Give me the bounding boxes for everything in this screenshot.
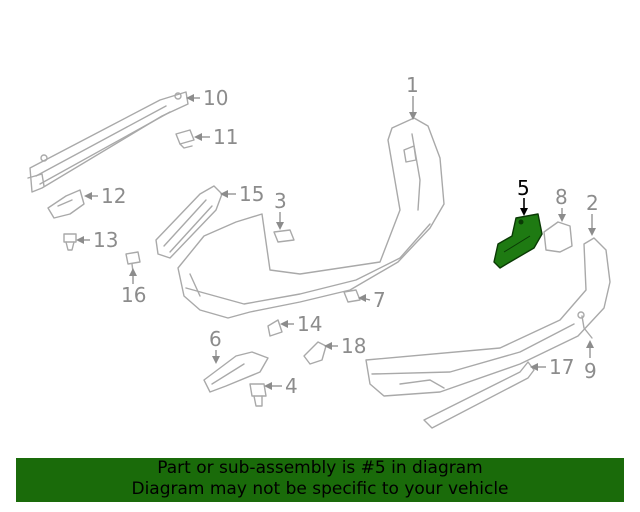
callout-11: 11 (213, 125, 238, 149)
part-15-side-bracket (155, 185, 223, 259)
callout-5: 5 (517, 176, 530, 200)
callout-8: 8 (555, 185, 568, 209)
part-3-screw (273, 229, 295, 243)
part-18-bracket (303, 341, 327, 365)
part-1-bumper-cover (177, 117, 445, 319)
part-6-bracket (203, 351, 269, 393)
callout-2: 2 (586, 191, 599, 215)
callout-17: 17 (549, 355, 574, 379)
part-10-reinforcement-bar (27, 91, 189, 193)
callout-10: 10 (203, 86, 228, 110)
callout-15: 15 (239, 182, 264, 206)
banner-line-2: Diagram may not be specific to your vehi… (131, 479, 509, 499)
part-7-bolt (343, 289, 361, 303)
callout-4: 4 (285, 374, 298, 398)
part-5-bracket-highlighted (493, 213, 543, 269)
callout-7: 7 (373, 288, 386, 312)
banner-line-1: Part or sub-assembly is #5 in diagram (157, 458, 483, 478)
part-11-bolt (175, 129, 195, 149)
part-4-clip (249, 383, 267, 407)
part-2-lower-bumper (365, 237, 611, 397)
callout-16: 16 (121, 283, 146, 307)
callout-9: 9 (584, 359, 597, 383)
callout-14: 14 (297, 312, 322, 336)
part-8-cover (543, 221, 573, 253)
part-14-clip (267, 319, 283, 337)
callout-13: 13 (93, 228, 118, 252)
callout-3: 3 (274, 189, 287, 213)
leader-lines (76, 94, 596, 390)
info-banner: Part or sub-assembly is #5 in diagram Di… (16, 458, 624, 502)
part-12-bracket (47, 189, 85, 219)
callout-18: 18 (341, 334, 366, 358)
callout-1: 1 (406, 73, 419, 97)
part-9-sensor (577, 311, 593, 339)
callout-labels: 1 2 3 4 5 6 7 8 9 10 11 12 13 14 15 16 1… (93, 73, 599, 398)
callout-12: 12 (101, 184, 126, 208)
part-13-clip (63, 233, 77, 251)
part-17-lower-trim (423, 361, 535, 429)
callout-6: 6 (209, 327, 222, 351)
